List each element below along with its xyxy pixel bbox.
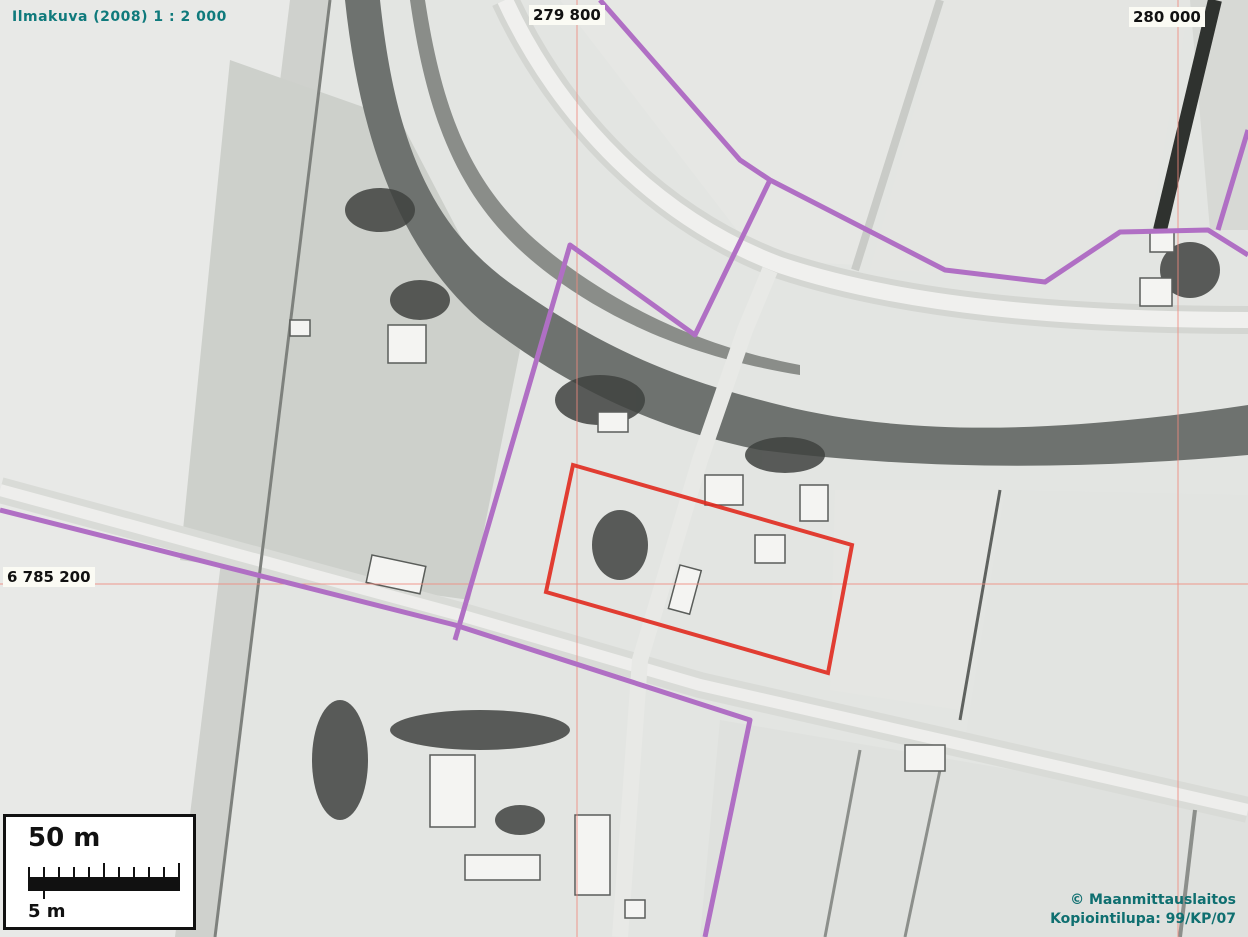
road-north-surface bbox=[497, 0, 1248, 328]
license-text: Kopiointilupa: 99/KP/07 bbox=[1050, 911, 1236, 927]
buildings bbox=[289, 231, 1175, 919]
scale-major-label: 50 m bbox=[28, 823, 101, 853]
field-se-3 bbox=[700, 720, 1248, 937]
ditch-1 bbox=[958, 489, 1002, 721]
scale-bar: 50 m 5 m bbox=[3, 814, 196, 930]
coordinate-label-x-279800: 279 800 bbox=[529, 5, 605, 25]
field-se-1 bbox=[830, 490, 1000, 710]
scale-ruler bbox=[28, 863, 180, 899]
ditch-5 bbox=[213, 0, 332, 937]
farm-yard-west bbox=[180, 60, 520, 600]
ditch-ne bbox=[1153, 0, 1222, 232]
scale-minor-label: 5 m bbox=[28, 901, 66, 922]
track-ne bbox=[851, 0, 944, 272]
riverbank-north bbox=[410, 0, 800, 375]
field-ne-2 bbox=[870, 0, 1190, 275]
copyright-text: © Maanmittauslaitos bbox=[1070, 892, 1236, 908]
river bbox=[345, 0, 1248, 466]
ditch-2 bbox=[823, 749, 862, 937]
highlighted-parcel bbox=[543, 462, 855, 676]
field-se-2 bbox=[965, 490, 1248, 800]
coordinate-label-x-280000: 280 000 bbox=[1129, 7, 1205, 27]
road-connector bbox=[612, 266, 778, 937]
coordinate-label-y-6785200: 6 785 200 bbox=[3, 567, 95, 587]
ditch-4 bbox=[1178, 809, 1197, 937]
road-south-surface bbox=[0, 484, 1248, 816]
ditch-3 bbox=[903, 769, 942, 937]
map-title: Ilmakuva (2008) 1 : 2 000 bbox=[12, 9, 227, 25]
